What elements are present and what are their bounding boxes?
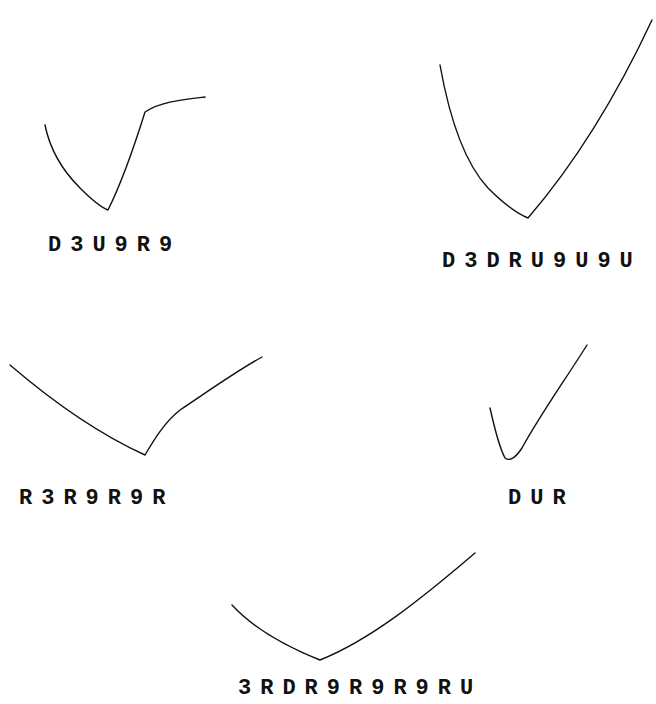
stroke-code-label: 3RDR9R9R9RU bbox=[238, 678, 482, 700]
stroke-code-label: DUR bbox=[508, 488, 575, 510]
stroke-curve bbox=[490, 345, 587, 459]
stroke-code-label: D3U9R9 bbox=[48, 235, 181, 257]
stroke-curve bbox=[440, 20, 652, 218]
stroke-curve bbox=[45, 97, 205, 210]
stroke-code-label: R3R9R9R bbox=[19, 488, 174, 510]
stroke-curve bbox=[10, 357, 262, 455]
stroke-code-label: D3DRU9U9U bbox=[442, 251, 642, 273]
stroke-curve bbox=[232, 553, 475, 660]
